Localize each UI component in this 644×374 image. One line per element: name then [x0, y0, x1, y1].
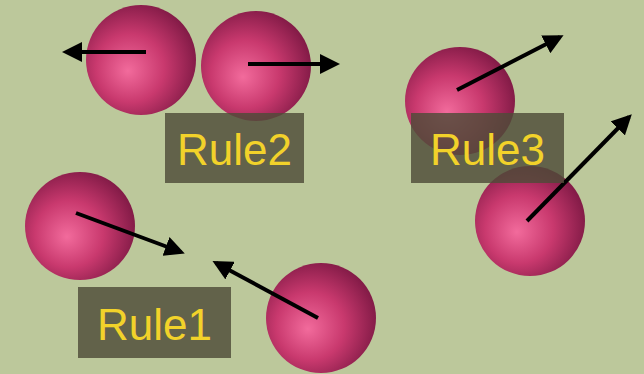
velocity-arrow [457, 37, 560, 90]
rule-label-box: Rule1 [78, 287, 231, 358]
velocity-arrow [248, 62, 336, 66]
rule-label-box: Rule2 [165, 113, 304, 183]
rule-label: Rule2 [177, 128, 292, 172]
sphere [266, 263, 376, 373]
spheres [25, 5, 585, 373]
velocity-arrows [66, 37, 629, 318]
rule-label: Rule3 [430, 128, 545, 172]
velocity-arrow [216, 263, 318, 318]
rule-label-box: Rule3 [411, 113, 564, 183]
velocity-arrow [66, 50, 146, 54]
rule-label: Rule1 [97, 303, 212, 347]
sphere [86, 5, 196, 115]
velocity-arrow [76, 213, 181, 252]
sphere [25, 172, 135, 280]
